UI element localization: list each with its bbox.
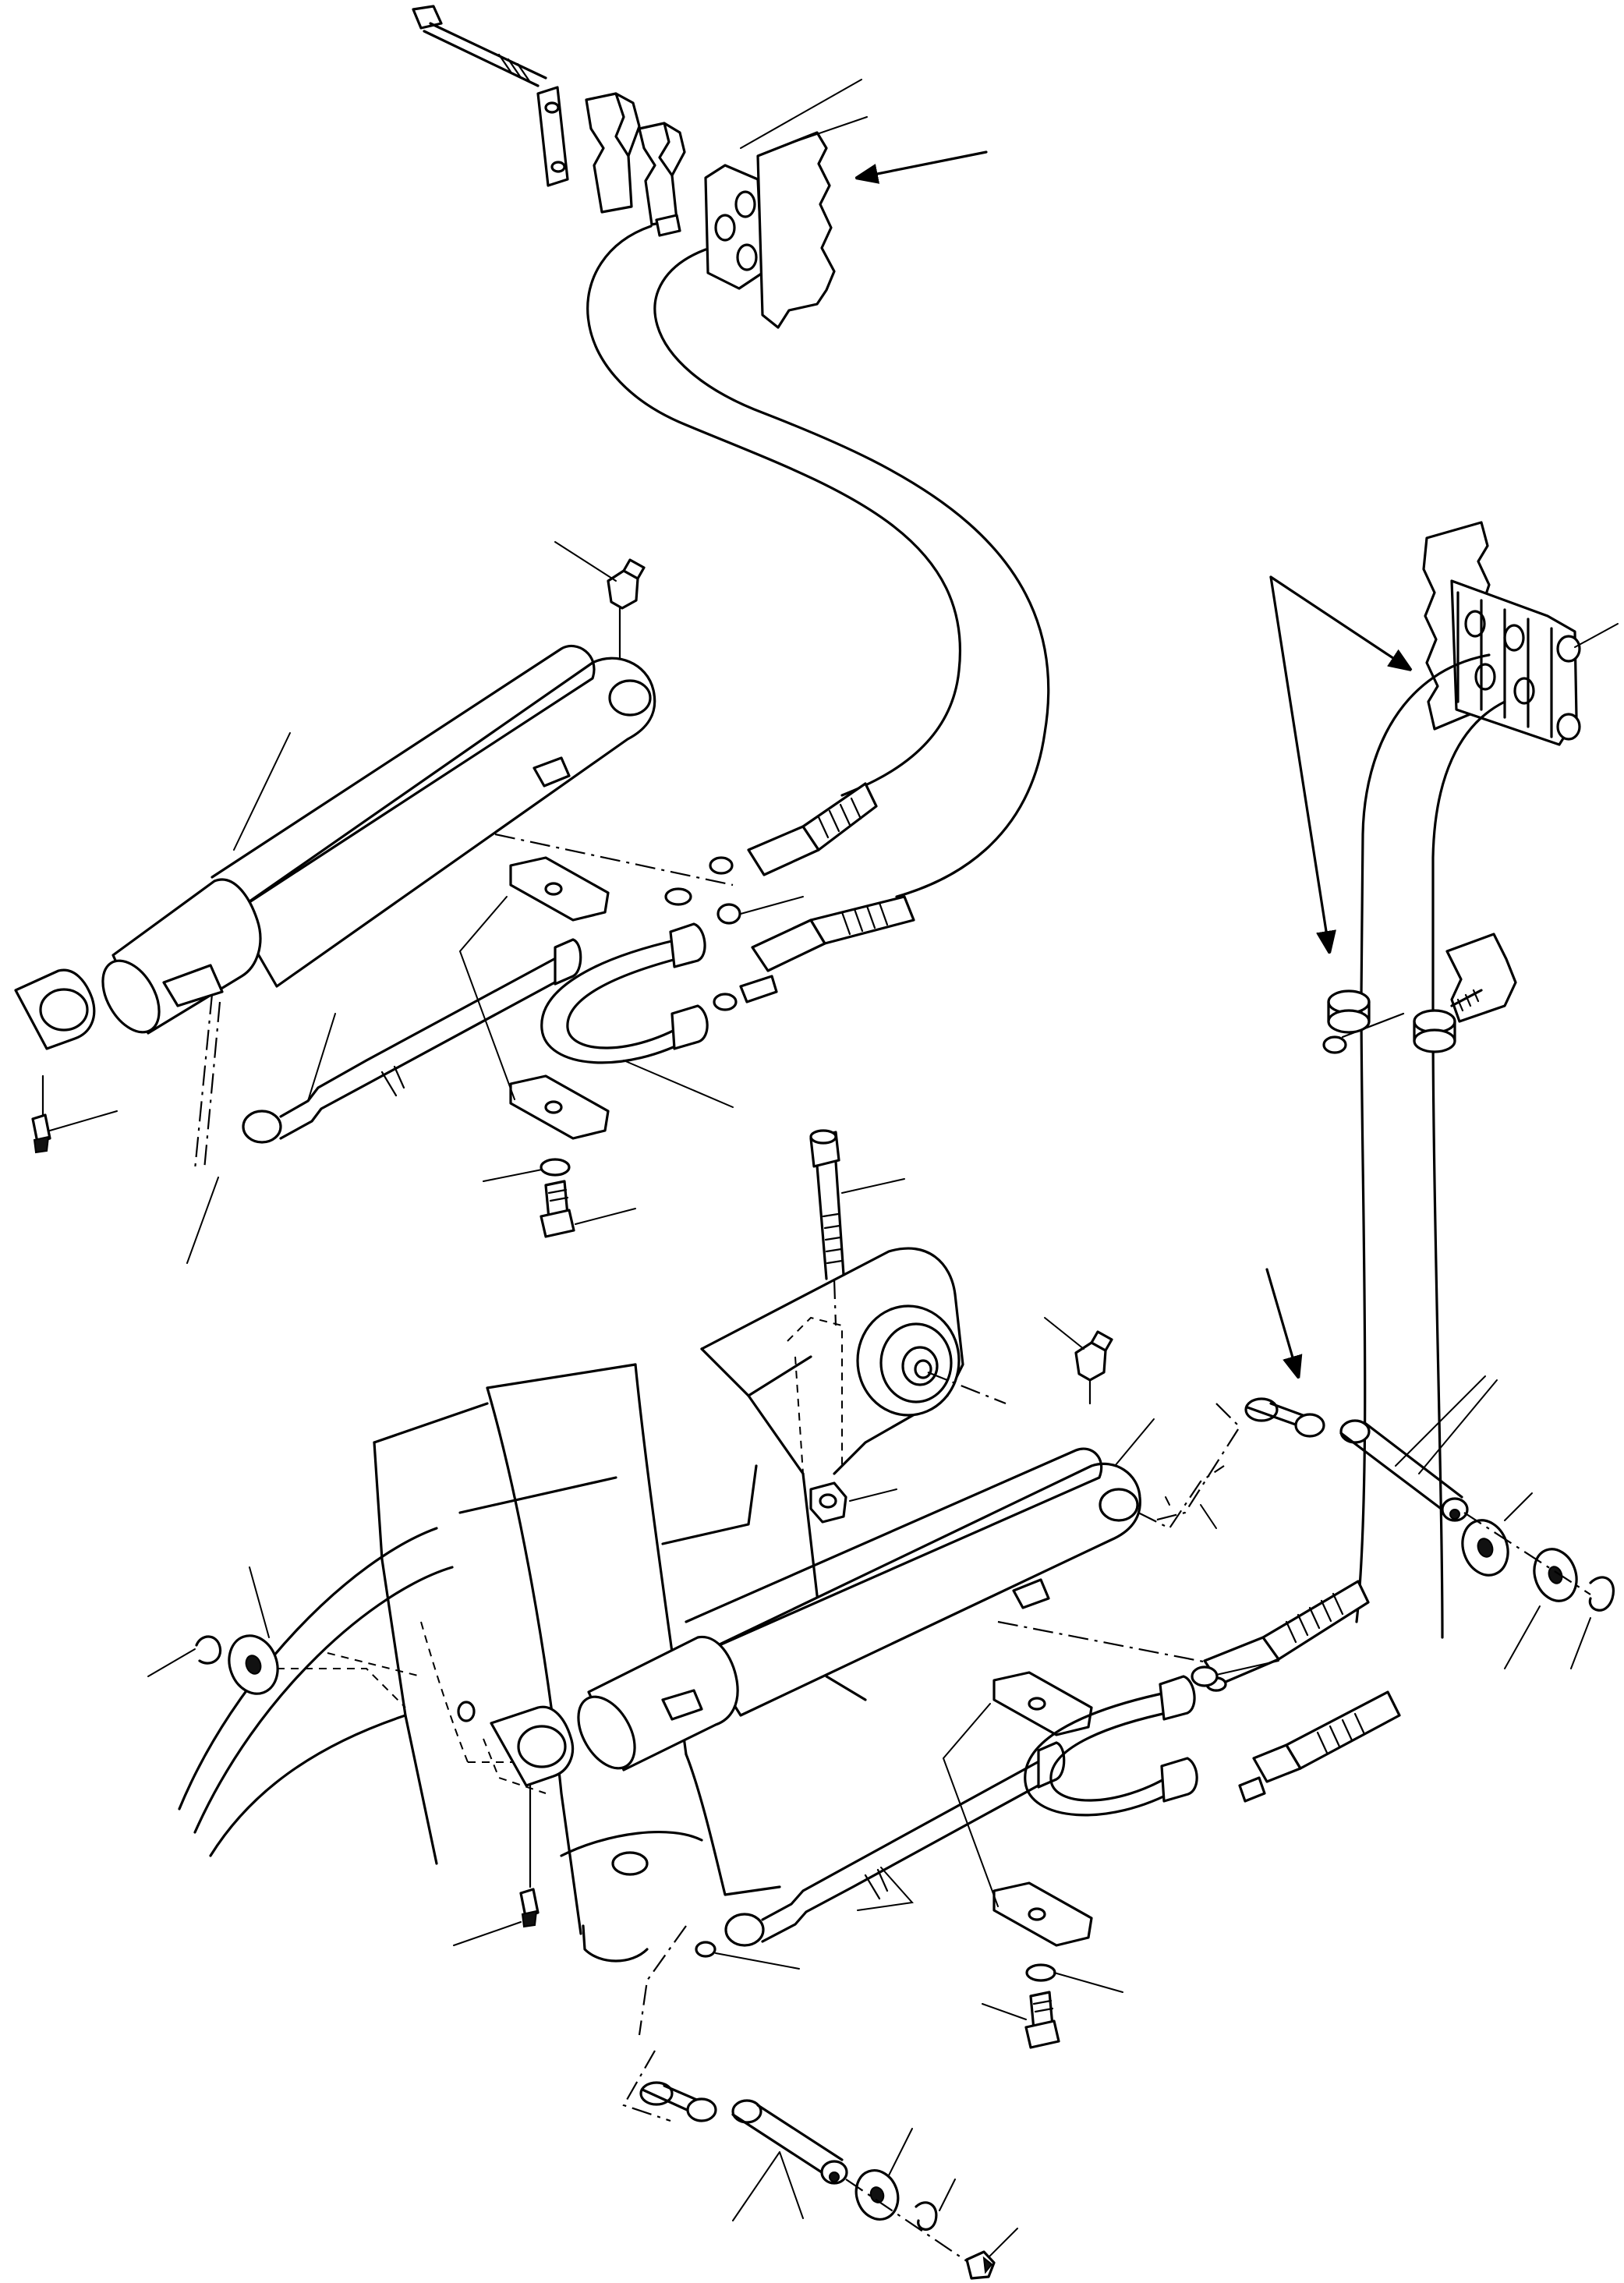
snap-ring-bottom <box>915 2179 956 2231</box>
top-bolt <box>412 5 547 87</box>
grease-nipple-lower-bottom <box>453 1784 540 1946</box>
right-hoses <box>1322 653 1517 1639</box>
pivot-boss <box>856 1304 961 1417</box>
pin-bushing-bottom <box>639 2081 717 2122</box>
upper-tube-clamps <box>459 856 804 1140</box>
clamp-plate <box>536 86 569 187</box>
u-tube-upper <box>540 922 734 1108</box>
right-hose-bracket <box>1269 521 1619 951</box>
right-pin-assembly <box>1153 1268 1615 1669</box>
grease-nipple-upper-bottom <box>31 1074 118 1154</box>
top-clamp-assembly <box>412 5 988 329</box>
grease-nipple-upper-top <box>554 541 646 660</box>
u-tube-lower <box>1024 1675 1198 1817</box>
top-bracket <box>756 131 836 329</box>
snap-ring-right <box>1570 1576 1615 1669</box>
washer-right-2 <box>1504 1548 1578 1669</box>
washer-bottom <box>854 2128 913 2221</box>
steel-tube-lower <box>638 1741 1066 2036</box>
pin-bushing-right <box>1244 1397 1325 1438</box>
steel-tube-upper <box>242 938 582 1144</box>
center-nut <box>809 1481 897 1524</box>
frame-bracket <box>700 1247 1007 1475</box>
bottom-pin-assembly <box>622 2050 1018 2280</box>
grease-nipple-bottom <box>965 2228 1018 2280</box>
lower-tube-clamps <box>943 1660 1279 1947</box>
hydraulic-hose-pair <box>586 225 1050 898</box>
grease-nipple-lower-top <box>1044 1317 1113 1405</box>
pivot-pin-right <box>1339 1375 1498 1522</box>
lower-bolt-washer <box>982 1963 1123 2049</box>
hose-clip-right <box>1322 933 1517 1054</box>
upper-bolt-washer <box>483 1158 636 1238</box>
center-mounting-bolt <box>809 1129 905 1326</box>
hose-clamp-block <box>704 164 764 290</box>
pivot-pin-bottom <box>731 2099 848 2221</box>
upper-hose-fittings <box>709 782 915 1011</box>
right-clamp-block <box>1450 579 1581 746</box>
lower-hose-fittings <box>1203 1580 1401 1803</box>
lift-cylinder-lower <box>453 1317 1240 1946</box>
clamp-half-1 <box>585 92 641 214</box>
left-washer-snap-ring <box>147 1566 406 1708</box>
misc-leaders <box>1165 1496 1217 1529</box>
lift-cylinder-upper <box>14 541 734 1264</box>
clamp-half-2 <box>638 122 686 237</box>
